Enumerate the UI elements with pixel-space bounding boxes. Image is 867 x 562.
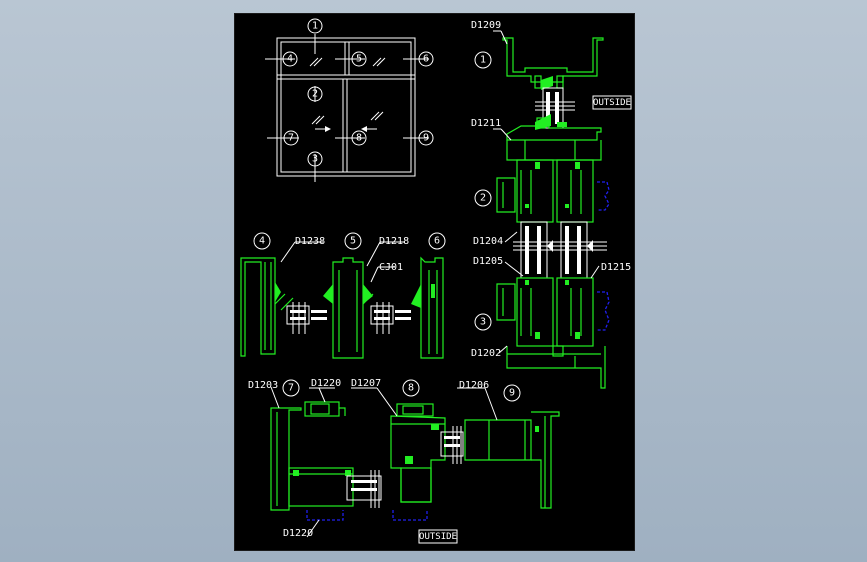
outside-tag-right: OUTSIDE [592,95,632,110]
outside-tag-bottom: OUTSIDE [418,529,458,544]
part-labels: D1209 D1211 D1204 D1205 D1215 D1202 D123… [248,20,631,539]
label-d1202: D1202 [471,348,501,359]
leader-lines [270,30,600,538]
section-marker-9-label: 9 [509,388,515,399]
elev-marker-1 [307,18,323,34]
horizontal-section-789 [270,401,560,521]
vertical-section [496,37,610,389]
section-marker-1 [474,51,492,69]
section-marker-1-label: 1 [480,55,486,66]
label-d1203: D1203 [248,380,278,391]
section-marker-4 [253,232,271,250]
elev-marker-7-label: 7 [288,133,294,144]
label-d1220-bottom: D1220 [283,528,313,539]
label-d1220-top: D1220 [311,378,341,389]
elev-marker-5-label: 5 [356,54,362,65]
section-markers: 1 2 3 4 5 6 7 8 9 [253,51,521,402]
section-marker-8 [402,379,420,397]
elev-marker-6-label: 6 [423,54,429,65]
drawing-sheet: 1 2 3 4 5 6 7 8 9 [234,13,635,551]
label-d1204: D1204 [473,236,503,247]
elev-marker-8-label: 8 [356,133,362,144]
label-d1207: D1207 [351,378,381,389]
label-d1238: D1238 [295,236,325,247]
label-d1209: D1209 [471,20,501,31]
label-d1218: D1218 [379,236,409,247]
section-marker-5-label: 5 [350,236,356,247]
section-marker-6-label: 6 [434,236,440,247]
section-marker-3 [474,313,492,331]
elev-marker-1-label: 1 [312,21,318,32]
elev-marker-2-label: 2 [312,89,318,100]
cad-drawing: 1 2 3 4 5 6 7 8 9 [240,18,632,544]
elev-marker-3 [307,151,323,167]
elev-marker-3-label: 3 [312,154,318,165]
elev-marker-7 [283,130,299,146]
elev-marker-9 [418,130,434,146]
elev-marker-9-label: 9 [423,133,429,144]
elev-marker-6 [418,51,434,67]
section-marker-5 [344,232,362,250]
section-marker-6 [428,232,446,250]
label-d1211: D1211 [471,118,501,129]
section-marker-2 [474,189,492,207]
label-d1206: D1206 [459,380,489,391]
section-marker-8-label: 8 [408,383,414,394]
section-marker-7-label: 7 [288,383,294,394]
horizontal-section-456 [240,256,444,359]
outside-tag-bottom-label: OUTSIDE [419,532,457,542]
section-marker-7 [282,379,300,397]
section-marker-9 [503,384,521,402]
section-marker-2-label: 2 [480,193,486,204]
outside-tag-right-label: OUTSIDE [593,98,631,108]
label-d1215: D1215 [601,262,631,273]
section-marker-4-label: 4 [259,236,265,247]
elev-marker-8 [351,130,367,146]
section-marker-3-label: 3 [480,317,486,328]
window-elevation: 1 2 3 4 5 6 7 8 9 [265,18,434,182]
label-d1205: D1205 [473,256,503,267]
elev-marker-5 [351,51,367,67]
elev-marker-2 [307,86,323,102]
label-cj01: CJ01 [379,262,403,273]
elev-marker-4 [282,51,298,67]
elev-marker-4-label: 4 [287,54,293,65]
